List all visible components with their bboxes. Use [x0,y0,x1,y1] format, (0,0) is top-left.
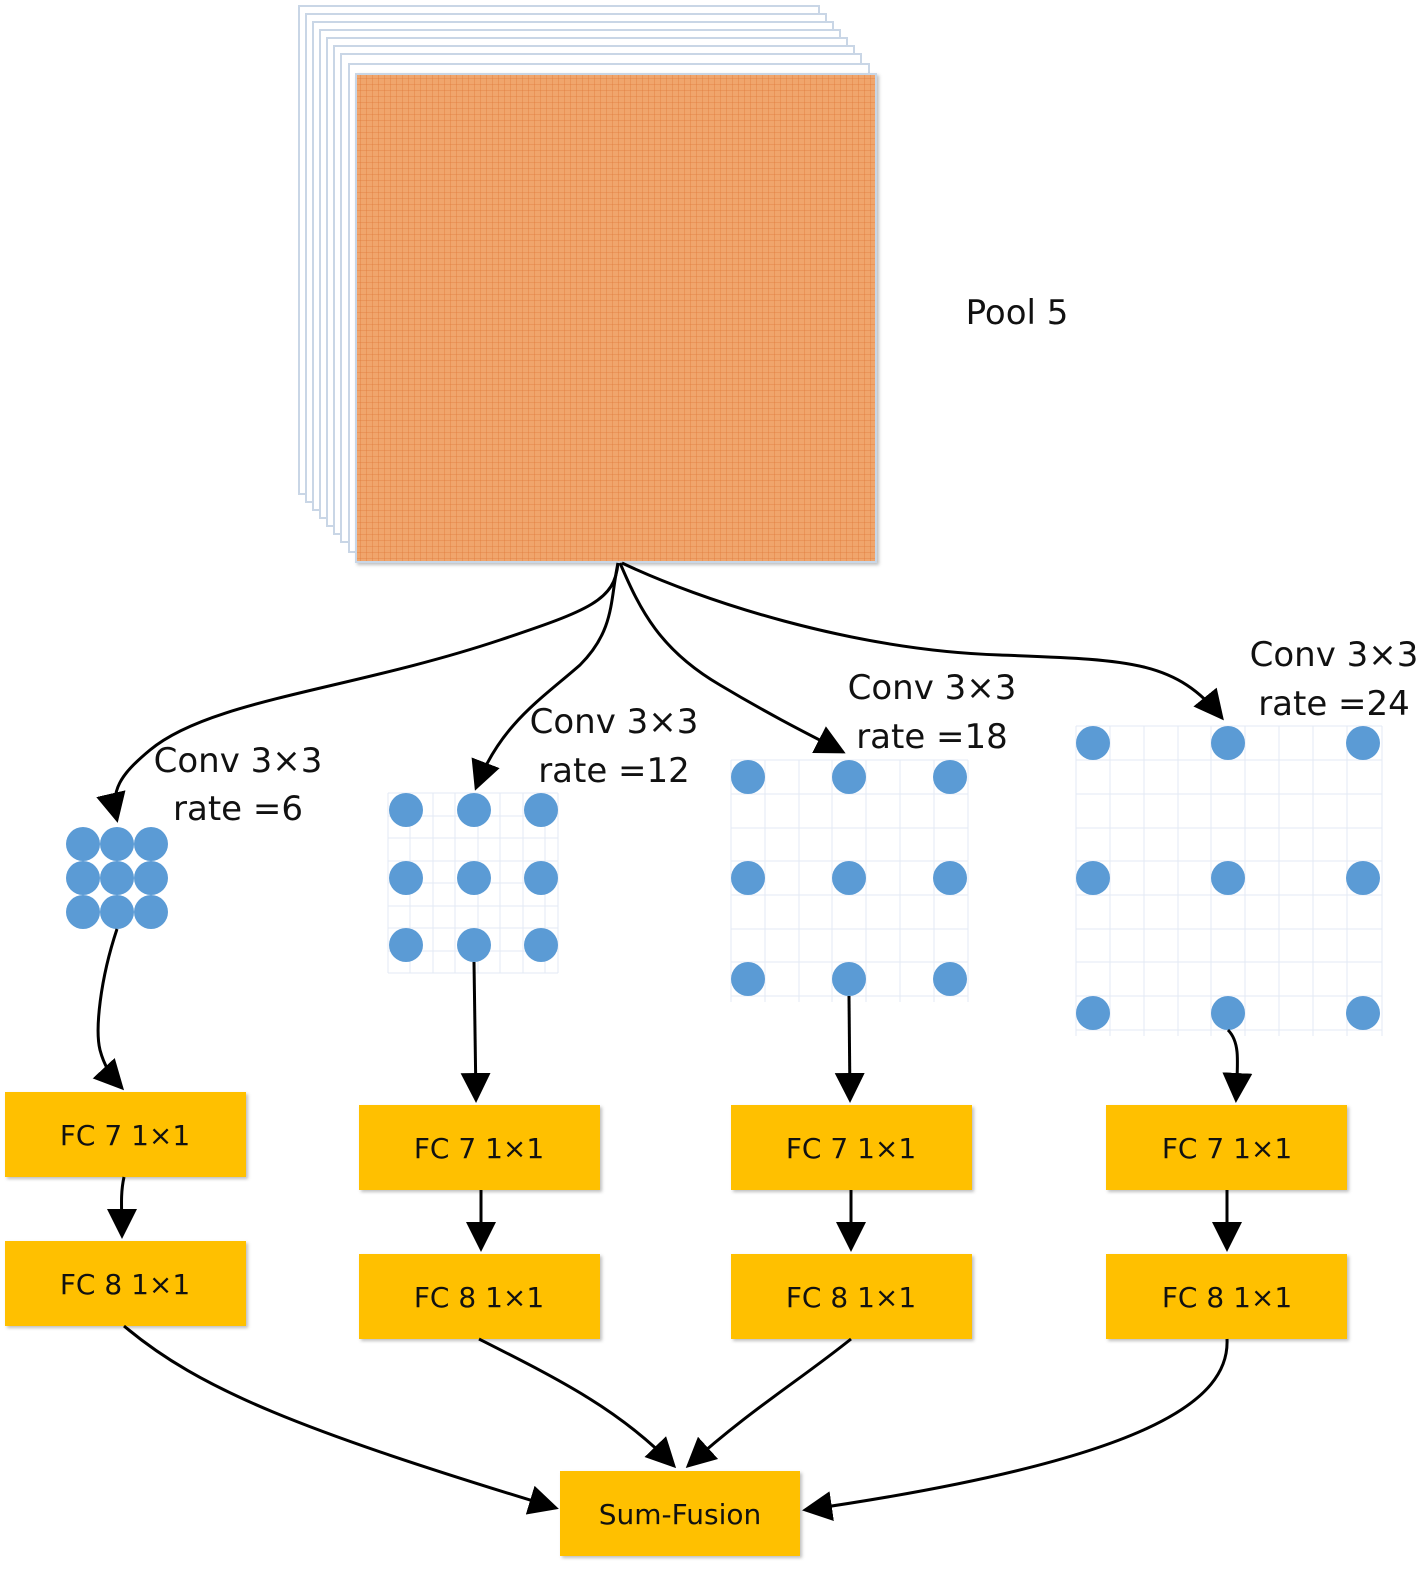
branch4-fc8-box [1106,1254,1347,1339]
pool5-front-feature-map [355,73,877,563]
sum-fusion-box [560,1471,800,1556]
branch1-conv-label: Conv 3×3 [154,741,323,781]
fc8-to-fusion-arrows [123,1324,1229,1521]
branch2-fc8-label: FC 8 1×1 [414,1281,544,1314]
fc7-to-fc8-arrows [106,1176,1242,1252]
arrow-to-rate6 [96,562,620,823]
branch1-fc8-box [5,1241,246,1326]
branch1-fc7-box [5,1092,246,1177]
conv-labels: Conv 3×3 rate =6 Conv 3×3 rate =12 Conv … [154,635,1419,829]
dilation-grid-rate6 [66,827,168,929]
branch2-fc8-box [359,1254,600,1339]
branch3-conv-label: Conv 3×3 [848,668,1017,708]
branch3-fc8-box [731,1254,972,1339]
branch1-fc7-label: FC 7 1×1 [60,1119,190,1152]
branch3-rate-label: rate =18 [856,717,1008,757]
branch2-fc7-label: FC 7 1×1 [414,1132,544,1165]
dilation-grid-rate24 [1075,725,1383,1036]
branch2-fc7-box [359,1105,600,1190]
pool5-feature-map-stack [298,5,877,563]
arrow-to-rate12 [471,562,620,791]
branch3-fc7-label: FC 7 1×1 [786,1132,916,1165]
branch3-boxes: FC 7 1×1 FC 8 1×1 [731,1105,972,1339]
branch4-rate-label: rate =24 [1258,684,1410,724]
branch2-conv-label: Conv 3×3 [530,702,699,742]
dilation-grid-rate12 [387,792,559,974]
branch4-conv-label: Conv 3×3 [1250,635,1419,675]
arrow-to-rate18 [618,562,846,754]
branch4-fc7-box [1106,1105,1347,1190]
branch1-boxes: FC 7 1×1 FC 8 1×1 [5,1092,246,1326]
branch2-boxes: FC 7 1×1 FC 8 1×1 [359,1105,600,1339]
dilation-grid-rate18 [730,759,969,1002]
branch2-rate-label: rate =12 [538,751,690,791]
branch4-boxes: FC 7 1×1 FC 8 1×1 [1106,1105,1347,1339]
branch-arrows [96,561,1224,823]
branch3-fc7-box [731,1105,972,1190]
branch3-fc8-label: FC 8 1×1 [786,1281,916,1314]
pool5-label: Pool 5 [966,293,1069,333]
branch1-fc8-label: FC 8 1×1 [60,1268,190,1301]
arrow-to-rate24 [621,561,1224,721]
branch1-rate-label: rate =6 [173,789,303,829]
sum-fusion: Sum-Fusion [560,1471,800,1556]
branch4-fc8-label: FC 8 1×1 [1162,1281,1292,1314]
branch4-fc7-label: FC 7 1×1 [1162,1132,1292,1165]
sum-fusion-label: Sum-Fusion [599,1498,761,1531]
grid-to-fc7-arrows [92,928,1253,1103]
